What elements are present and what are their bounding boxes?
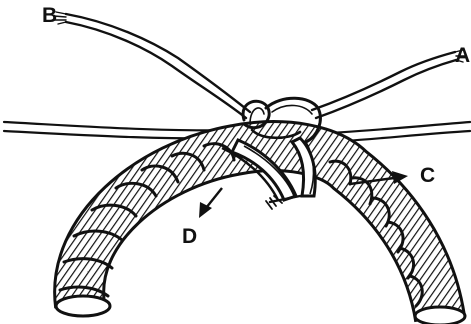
cord-b bbox=[54, 12, 250, 118]
label-b: B bbox=[42, 5, 57, 26]
arrow-d-icon bbox=[199, 188, 222, 218]
label-a: A bbox=[455, 45, 470, 66]
twisted-rope bbox=[56, 144, 465, 324]
label-c: C bbox=[420, 165, 435, 186]
cord-a bbox=[312, 50, 465, 118]
label-d: D bbox=[182, 226, 197, 247]
